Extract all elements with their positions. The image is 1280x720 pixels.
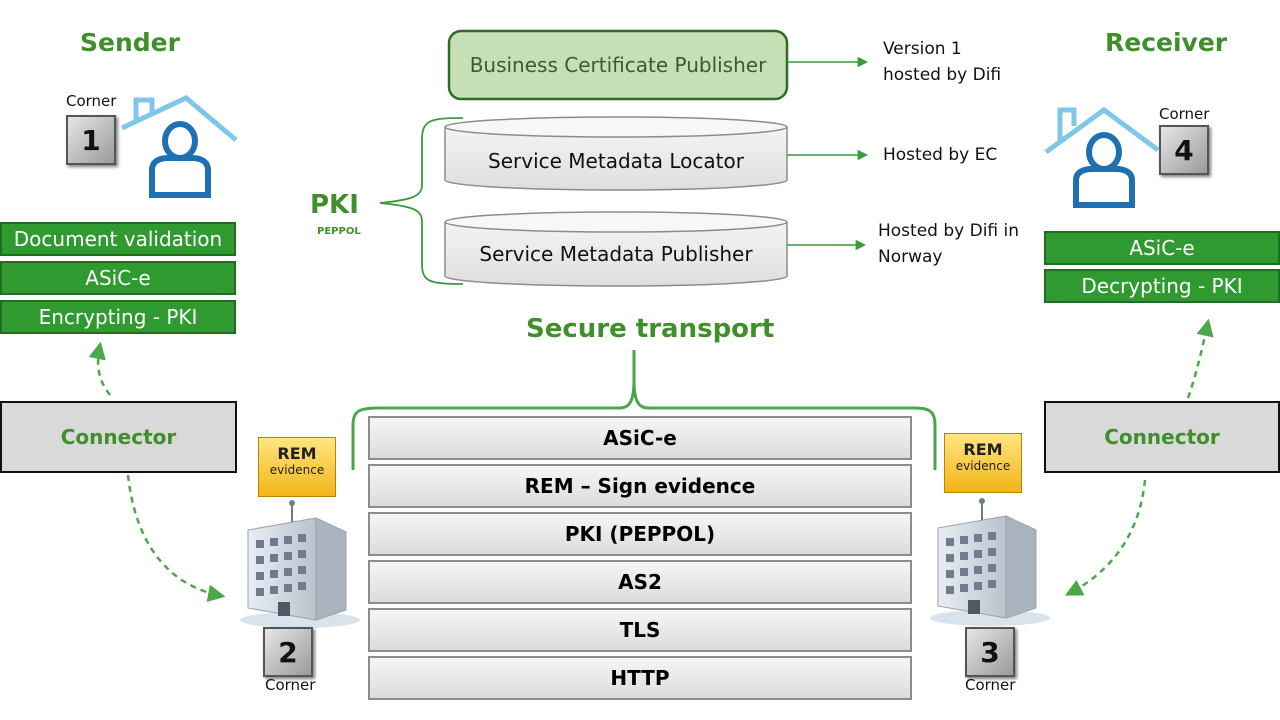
sender-title: Sender — [80, 28, 180, 57]
bcp-box — [447, 29, 789, 101]
layer-tls: TLS — [368, 608, 912, 652]
envelope-left-title: REM — [277, 444, 317, 463]
connector-left: Connector — [0, 401, 237, 473]
bcp-note-line2: hosted by Difi — [883, 65, 1002, 85]
smp-note: Hosted by Difi in Norway — [878, 218, 1019, 270]
envelope-right-title: REM — [963, 440, 1003, 459]
corner-3-label: Corner — [965, 676, 1016, 694]
receiver-down-arrow — [1064, 479, 1147, 596]
pki-label: PKI — [310, 190, 359, 220]
bcp-label: Business Certificate Publisher — [469, 53, 767, 77]
layer-as2: AS2 — [368, 560, 912, 604]
bcp-note: Version 1 hosted by Difi — [883, 36, 1001, 88]
sender-document-validation: Document validation — [0, 222, 236, 256]
rem-evidence-envelope-left: REM evidence — [258, 437, 336, 497]
connector-right: Connector — [1044, 401, 1280, 473]
smp-cylinder — [444, 211, 788, 287]
receiver-asic-e: ASiC-e — [1044, 231, 1280, 265]
left-building-icon — [240, 500, 360, 628]
sml-label: Service Metadata Locator — [488, 149, 744, 173]
corner-4-label: Corner — [1159, 105, 1210, 123]
smp-label: Service Metadata Publisher — [479, 242, 753, 266]
corner-2-label: Corner — [265, 676, 316, 694]
envelope-left-sub: evidence — [269, 463, 325, 477]
right-building-icon — [930, 498, 1050, 626]
receiver-title: Receiver — [1105, 28, 1228, 57]
transport-brace — [351, 350, 937, 470]
sml-cylinder — [444, 116, 788, 191]
corner-1-label: Corner — [66, 92, 117, 110]
layer-http: HTTP — [368, 656, 912, 700]
rem-evidence-envelope-right: REM evidence — [944, 433, 1022, 493]
layer-pki-peppol: PKI (PEPPOL) — [368, 512, 912, 556]
secure-transport-title: Secure transport — [526, 314, 775, 344]
smp-note-line1: Hosted by Difi in — [878, 221, 1020, 241]
bcp-note-line1: Version 1 — [883, 39, 962, 59]
corner-1-badge: 1 — [66, 115, 116, 165]
corner-2-badge: 2 — [263, 627, 313, 677]
sender-down-arrow — [126, 474, 226, 602]
corner-3-badge: 3 — [965, 627, 1015, 677]
pki-brace — [379, 117, 464, 285]
sender-asic-e: ASiC-e — [0, 261, 236, 295]
envelope-right-sub: evidence — [955, 459, 1011, 473]
sender-encrypting-pki: Encrypting - PKI — [0, 300, 236, 334]
sender-house-icon — [120, 95, 238, 198]
corner-4-badge: 4 — [1159, 125, 1209, 175]
receiver-up-arrow — [1186, 318, 1214, 399]
layer-rem-sign-evidence: REM – Sign evidence — [368, 464, 912, 508]
smp-note-line2: Norway — [878, 247, 943, 267]
receiver-decrypting-pki: Decrypting - PKI — [1044, 269, 1280, 303]
pki-sub-label: PEPPOL — [317, 226, 361, 237]
layer-asic-e: ASiC-e — [368, 416, 912, 460]
receiver-house-icon — [1044, 106, 1160, 208]
sml-note: Hosted by EC — [883, 145, 998, 165]
sender-up-arrow — [88, 341, 111, 396]
